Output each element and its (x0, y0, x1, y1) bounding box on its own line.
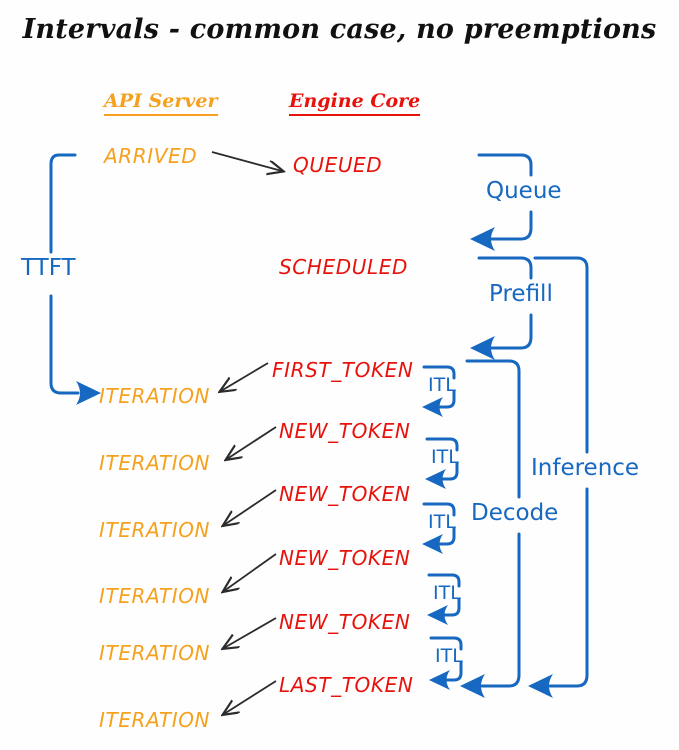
interval-label-decode: Decode (471, 500, 559, 526)
arrow-arrived-to-queued (211, 151, 282, 171)
arrowhead-ttft (76, 381, 101, 405)
state-label-new-token-2: NEW_TOKEN (279, 482, 411, 506)
arrowhead-itl-2 (425, 469, 446, 489)
interval-label-itl-2: ITL (431, 446, 459, 468)
column-header-engine-core: Engine Core (289, 90, 421, 116)
arrow-new-token-to-iteration-3 (224, 553, 277, 591)
state-label-iteration-1: ITERATION (99, 384, 211, 408)
arrow-new-token-to-iteration-1 (227, 426, 277, 459)
state-label-iteration-3: ITERATION (99, 518, 211, 542)
state-label-first-token: FIRST_TOKEN (272, 358, 414, 382)
state-label-arrived: ARRIVED (104, 144, 198, 168)
arrow-last-token-to-iteration (224, 680, 277, 714)
column-header-api-server: API Server (104, 90, 218, 116)
state-label-new-token-4: NEW_TOKEN (279, 610, 411, 634)
arrowhead-queue (470, 227, 495, 251)
state-label-iteration-5: ITERATION (99, 641, 211, 665)
arrowhead-inference (528, 674, 553, 698)
state-label-last-token: LAST_TOKEN (279, 673, 414, 697)
state-label-new-token-3: NEW_TOKEN (279, 546, 411, 570)
state-label-iteration-4: ITERATION (99, 584, 211, 608)
interval-label-itl-5: ITL (435, 645, 463, 667)
interval-label-itl-1: ITL (428, 374, 456, 396)
arrowhead-itl-1 (422, 397, 443, 417)
arrowhead-itl-5 (429, 670, 450, 690)
arrow-new-token-to-iteration-2 (224, 489, 277, 525)
arrow-first-token-to-iteration (221, 362, 269, 391)
arrowhead-prefill (470, 336, 495, 360)
state-label-new-token-1: NEW_TOKEN (279, 419, 411, 443)
arrow-new-token-to-iteration-4 (224, 617, 277, 648)
interval-label-itl-4: ITL (433, 582, 461, 604)
page-title: Intervals - common case, no preemptions (22, 14, 657, 45)
interval-label-inference: Inference (531, 455, 640, 481)
interval-label-prefill: Prefill (489, 281, 553, 307)
state-label-scheduled: SCHEDULED (279, 255, 408, 279)
arrowhead-itl-4 (427, 605, 448, 625)
interval-label-itl-3: ITL (428, 511, 456, 533)
arrowhead-itl-3 (422, 534, 443, 554)
state-label-iteration-6: ITERATION (99, 708, 211, 732)
state-label-iteration-2: ITERATION (99, 451, 211, 475)
state-label-queued: QUEUED (293, 153, 383, 177)
interval-label-ttft: TTFT (21, 255, 76, 281)
arrowhead-decode (460, 674, 485, 698)
interval-label-queue: Queue (486, 178, 562, 204)
